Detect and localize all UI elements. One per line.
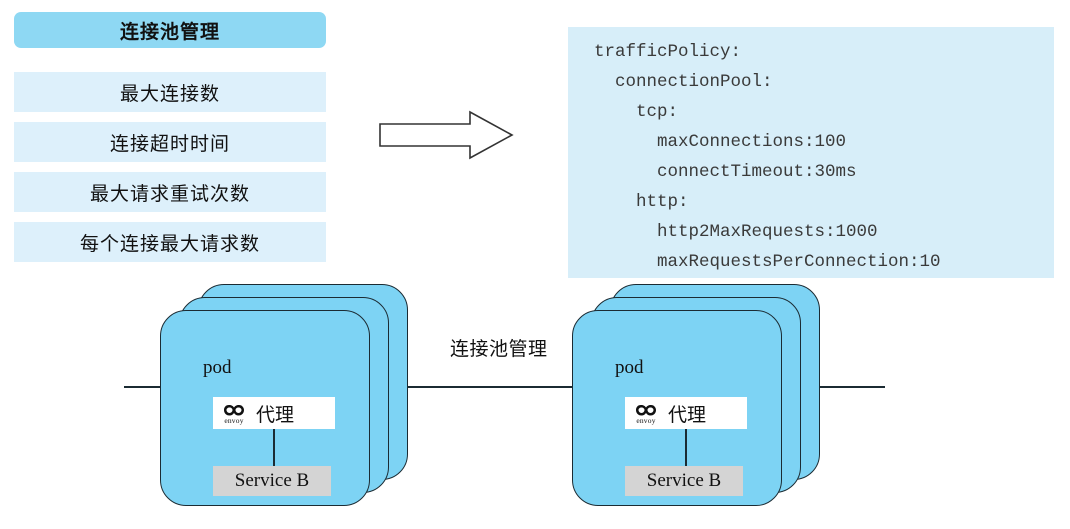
proxy-box[interactable]: envoy 代理 [625,397,747,429]
proxy-label: 代理 [668,404,707,426]
feature-item-max-retries[interactable]: 最大请求重试次数 [14,172,326,212]
feature-item-max-connections[interactable]: 最大连接数 [14,72,326,112]
spacer [14,212,326,222]
code-line: tcp: [594,102,679,122]
yaml-code-panel: trafficPolicy: connectionPool: tcp: maxC… [568,27,1054,278]
code-line: trafficPolicy: [594,42,742,62]
service-box[interactable]: Service B [213,466,331,496]
code-line: http2MaxRequests:1000 [594,222,878,242]
feature-item-max-requests-per-connection[interactable]: 每个连接最大请求数 [14,222,326,262]
connection-pool-flow-label: 连接池管理 [450,339,548,360]
pod-group-right: pod envoy 代理 Service B [572,284,862,529]
spacer [14,112,326,122]
spacer [14,48,326,72]
pod-card-front[interactable]: pod envoy 代理 Service B [160,310,370,506]
feature-item-connect-timeout[interactable]: 连接超时时间 [14,122,326,162]
code-line: connectTimeout:30ms [594,162,857,182]
feature-list: 连接池管理 最大连接数 连接超时时间 最大请求重试次数 每个连接最大请求数 [14,12,326,262]
service-box[interactable]: Service B [625,466,743,496]
envoy-logo-icon: envoy [630,398,662,428]
proxy-label: 代理 [256,404,295,426]
block-arrow-right-icon [378,110,518,160]
envoy-wordmark: envoy [224,415,244,425]
code-line: maxConnections:100 [594,132,847,152]
pod-card-front[interactable]: pod envoy 代理 Service B [572,310,782,506]
pod-label: pod [203,357,232,378]
proxy-box[interactable]: envoy 代理 [213,397,335,429]
code-line: connectionPool: [594,72,773,92]
envoy-logo-icon: envoy [218,398,250,428]
spacer [14,162,326,172]
envoy-wordmark: envoy [636,415,656,425]
pod-label: pod [615,357,644,378]
feature-list-header[interactable]: 连接池管理 [14,12,326,48]
pod-group-left: pod envoy 代理 Service B [160,284,450,529]
code-line: http: [594,192,689,212]
proxy-service-connector [685,429,687,467]
code-line: maxRequestsPerConnection:10 [594,252,941,272]
wire-between-pods [336,386,592,388]
proxy-service-connector [273,429,275,467]
